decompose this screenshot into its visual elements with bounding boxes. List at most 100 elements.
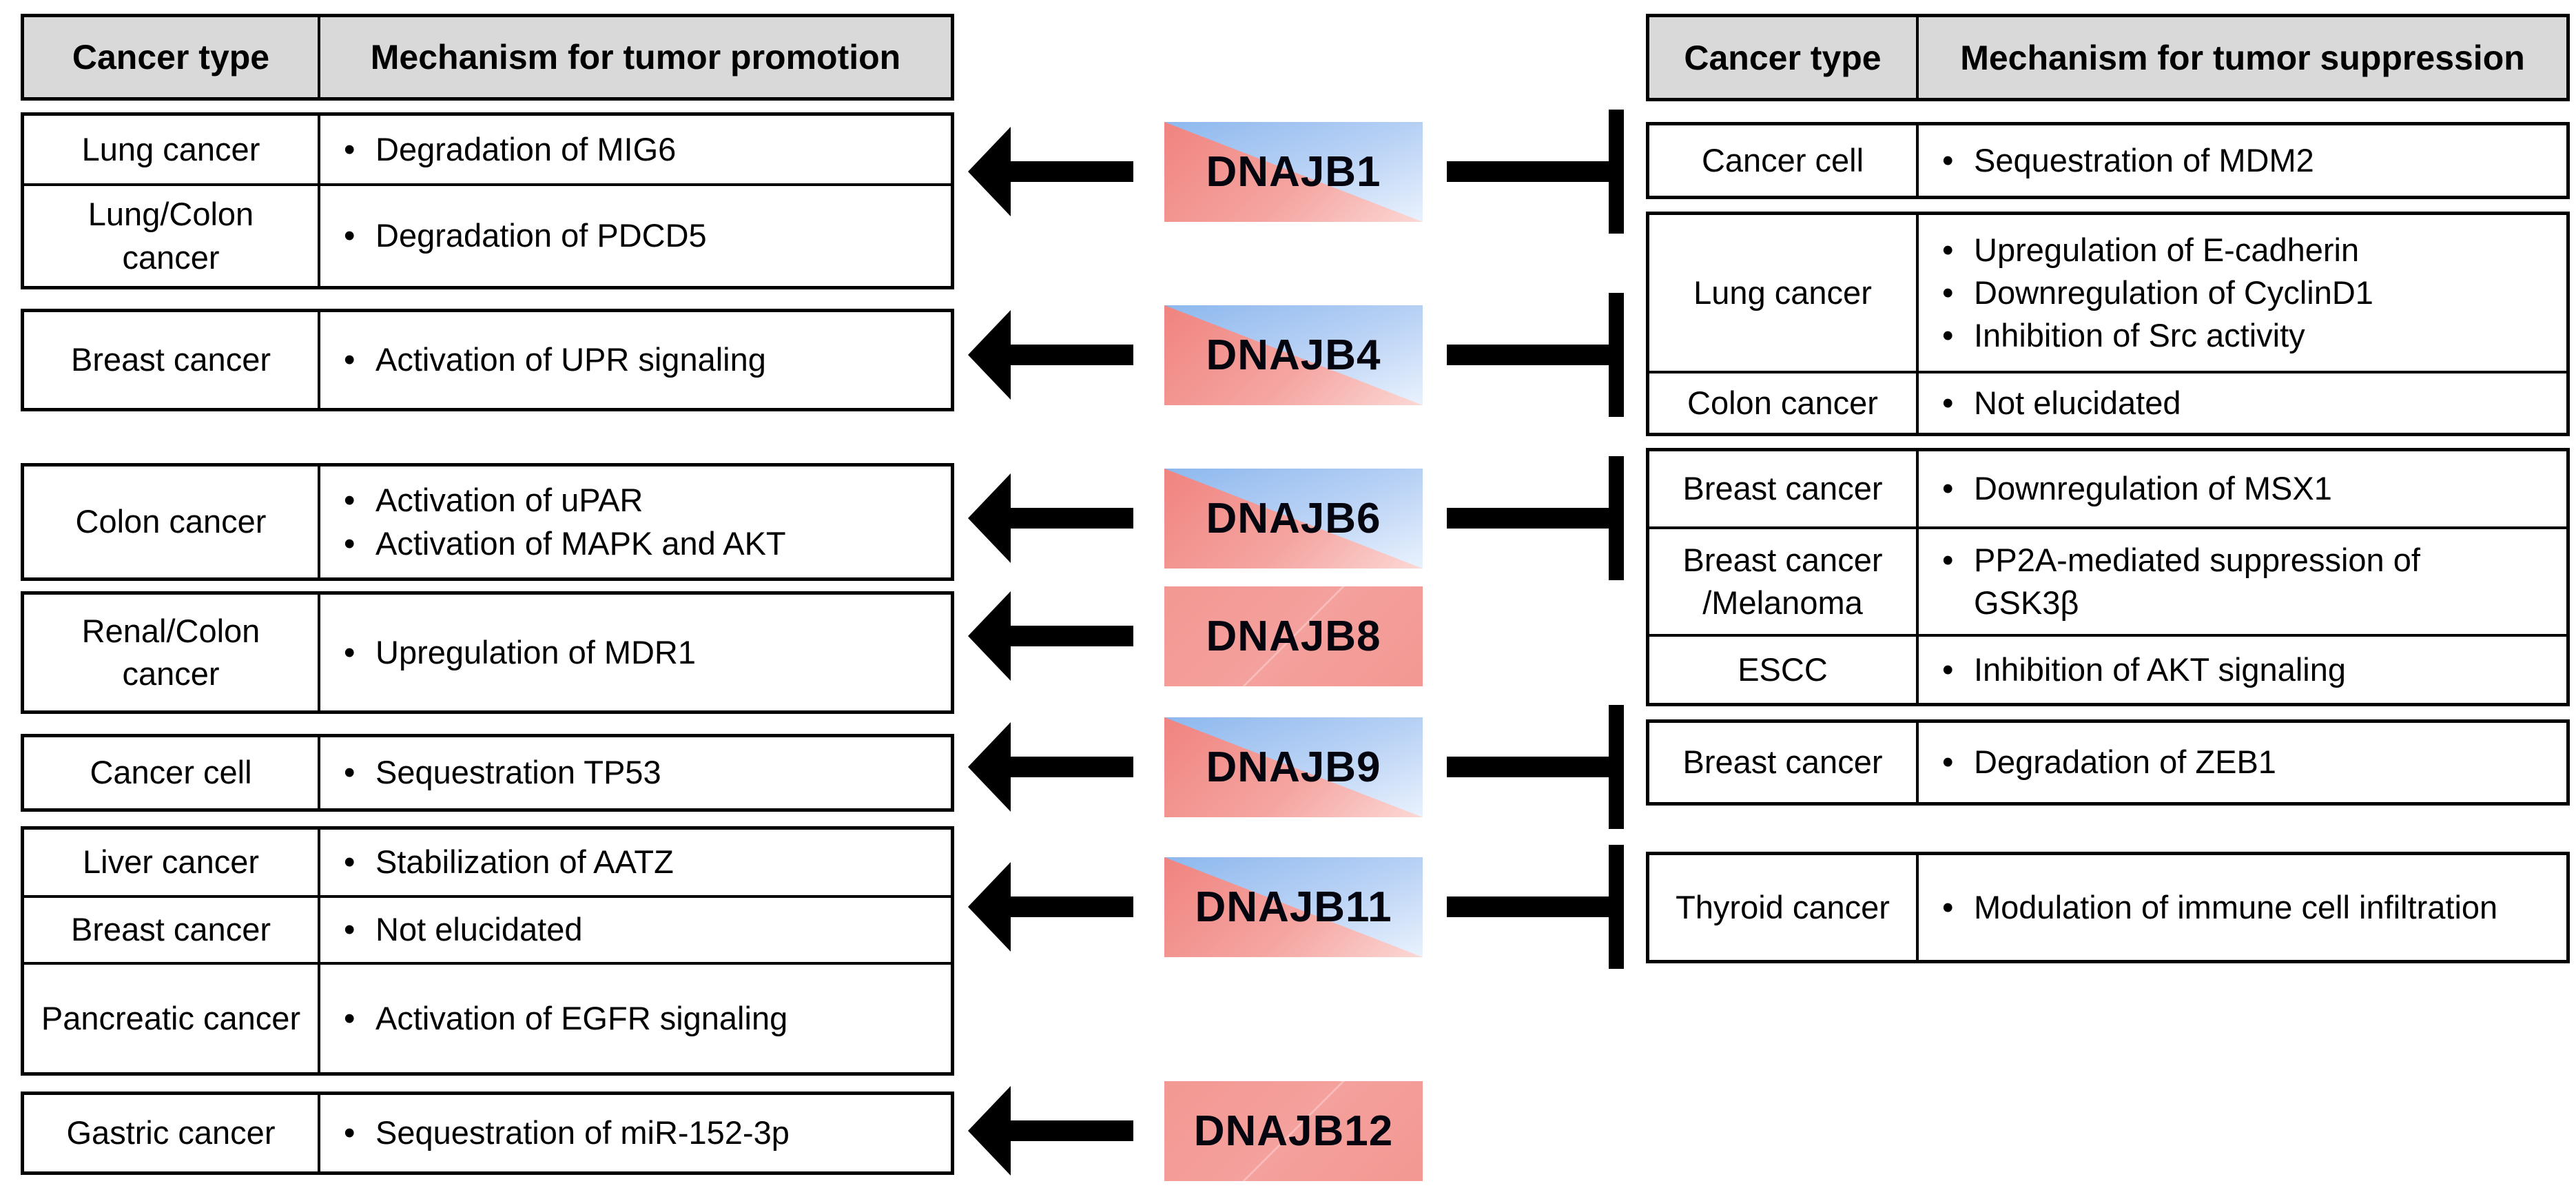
- promotion-table-header: Cancer type Mechanism for tumor promotio…: [21, 14, 954, 101]
- suppression-inhibit-icon: [1447, 845, 1624, 969]
- bullet-icon: •: [1942, 541, 1954, 578]
- protein-label: DNAJB4: [1206, 331, 1381, 379]
- bullet-icon: •: [1942, 650, 1954, 688]
- mechanism-cell: •Stabilization of AATZ: [320, 830, 951, 895]
- protein-box: DNAJB4: [1164, 305, 1423, 405]
- suppression-block: Thyroid cancer •Modulation of immune cel…: [1646, 852, 2570, 963]
- promotion-arrow-icon: [968, 862, 1164, 952]
- mechanism-item: •Sequestration of miR-152-3p: [344, 1111, 790, 1154]
- promotion-block: Lung cancer •Degradation of MIG6 Lung/Co…: [21, 112, 954, 289]
- column-header-cancer-type: Cancer type: [24, 17, 320, 97]
- mechanism-item: •Not elucidated: [1942, 382, 2181, 424]
- promotion-arrow-icon: [968, 1086, 1164, 1176]
- bullet-icon: •: [344, 754, 356, 791]
- cancer-type-cell: Cancer cell: [24, 737, 320, 808]
- protein-box: DNAJB6: [1164, 469, 1423, 568]
- bullet-icon: •: [1942, 384, 1954, 421]
- protein-label: DNAJB11: [1195, 883, 1392, 931]
- cancer-type-cell: Lung cancer: [24, 116, 320, 183]
- mechanism-item: •Inhibition of AKT signaling: [1942, 648, 2346, 691]
- suppression-inhibit-icon: [1447, 456, 1624, 580]
- cancer-type-cell: Thyroid cancer: [1649, 855, 1919, 960]
- suppression-block: Breast cancer •Degradation of ZEB1: [1646, 719, 2570, 806]
- bullet-icon: •: [1942, 231, 1954, 268]
- mechanism-item: •Activation of MAPK and AKT: [344, 522, 786, 565]
- promotion-block: Breast cancer •Activation of UPR signali…: [21, 309, 954, 411]
- mechanism-item: •Activation of uPAR: [344, 479, 643, 522]
- bullet-icon: •: [1942, 470, 1954, 507]
- table-row: Lung/Colon cancer •Degradation of PDCD5: [24, 183, 951, 286]
- suppression-inhibit-icon: [1447, 110, 1624, 234]
- promotion-block: Liver cancer •Stabilization of AATZ Brea…: [21, 826, 954, 1076]
- mechanism-cell: •PP2A-mediated suppression of GSK3β: [1919, 529, 2566, 634]
- table-row: Breast cancer •Activation of UPR signali…: [24, 312, 951, 408]
- mechanism-item: •Sequestration of MDM2: [1942, 139, 2314, 182]
- cancer-type-cell: ESCC: [1649, 637, 1919, 703]
- promotion-block: Colon cancer •Activation of uPAR •Activa…: [21, 463, 954, 581]
- table-row: Gastric cancer •Sequestration of miR-152…: [24, 1095, 951, 1171]
- mechanism-item: •Stabilization of AATZ: [344, 841, 674, 883]
- protein-label: DNAJB1: [1206, 148, 1381, 196]
- bullet-icon: •: [1942, 141, 1954, 178]
- protein-box: DNAJB1: [1164, 122, 1423, 222]
- mechanism-item: •Degradation of ZEB1: [1942, 741, 2276, 783]
- cancer-type-cell: Cancer cell: [1649, 125, 1919, 196]
- cancer-type-cell: Breast cancer: [24, 898, 320, 962]
- table-row: Lung cancer •Degradation of MIG6: [24, 116, 951, 183]
- cancer-type-cell: Liver cancer: [24, 830, 320, 895]
- column-header-cancer-type: Cancer type: [1649, 17, 1919, 98]
- mechanism-item: •Not elucidated: [344, 908, 582, 951]
- table-row: Cancer cell •Sequestration TP53: [24, 737, 951, 808]
- table-row: Colon cancer •Not elucidated: [1649, 371, 2566, 433]
- table-row: Pancreatic cancer •Activation of EGFR si…: [24, 962, 951, 1072]
- cancer-type-cell: Colon cancer: [1649, 373, 1919, 433]
- promotion-arrow-icon: [968, 127, 1164, 216]
- cancer-type-cell: Lung/Colon cancer: [24, 186, 320, 286]
- suppression-block: Cancer cell •Sequestration of MDM2: [1646, 122, 2570, 199]
- protein-label: DNAJB8: [1206, 613, 1381, 660]
- suppression-table-header: Cancer type Mechanism for tumor suppress…: [1646, 14, 2570, 101]
- mechanism-item: •Degradation of MIG6: [344, 128, 676, 171]
- mechanism-item: •PP2A-mediated suppression of GSK3β: [1942, 539, 2525, 624]
- cancer-type-cell: Breast cancer /Melanoma: [1649, 529, 1919, 634]
- table-row: Breast cancer •Degradation of ZEB1: [1649, 723, 2566, 802]
- bullet-icon: •: [1942, 888, 1954, 925]
- cancer-type-cell: Breast cancer: [24, 312, 320, 408]
- suppression-inhibit-icon: [1447, 293, 1624, 417]
- protein-label: DNAJB12: [1193, 1107, 1394, 1155]
- cancer-type-cell: Breast cancer: [1649, 723, 1919, 802]
- mechanism-item: •Upregulation of E-cadherin: [1942, 229, 2359, 271]
- bullet-icon: •: [344, 130, 356, 167]
- table-row: Renal/Colon cancer •Upregulation of MDR1: [24, 595, 951, 710]
- table-row: Breast cancer •Not elucidated: [24, 895, 951, 962]
- mechanism-item: •Degradation of PDCD5: [344, 214, 707, 257]
- table-row: ESCC •Inhibition of AKT signaling: [1649, 634, 2566, 703]
- bullet-icon: •: [344, 633, 356, 670]
- table-row: Liver cancer •Stabilization of AATZ: [24, 830, 951, 895]
- cancer-type-cell: Breast cancer: [1649, 451, 1919, 526]
- promotion-arrow-icon: [968, 722, 1164, 812]
- table-row: Cancer cell •Sequestration of MDM2: [1649, 125, 2566, 196]
- mechanism-cell: •Not elucidated: [320, 898, 951, 962]
- mechanism-item: •Modulation of immune cell infiltration: [1942, 886, 2497, 929]
- mechanism-cell: •Degradation of ZEB1: [1919, 723, 2566, 802]
- bullet-icon: •: [344, 843, 356, 881]
- cancer-type-cell: Colon cancer: [24, 467, 320, 577]
- mechanism-cell: •Sequestration of miR-152-3p: [320, 1095, 951, 1171]
- bullet-icon: •: [344, 341, 356, 378]
- promotion-block: Renal/Colon cancer •Upregulation of MDR1: [21, 591, 954, 714]
- column-header-mechanism: Mechanism for tumor suppression: [1960, 38, 2525, 77]
- promotion-arrow-icon: [968, 473, 1164, 563]
- table-row: Breast cancer /Melanoma •PP2A-mediated s…: [1649, 526, 2566, 634]
- bullet-icon: •: [1942, 744, 1954, 781]
- mechanism-item: •Upregulation of MDR1: [344, 631, 696, 674]
- bullet-icon: •: [344, 482, 356, 519]
- protein-box: DNAJB8: [1164, 586, 1423, 686]
- promotion-arrow-icon: [968, 591, 1164, 681]
- mechanism-item: •Activation of EGFR signaling: [344, 997, 787, 1040]
- mechanism-cell: •Activation of EGFR signaling: [320, 965, 951, 1072]
- bullet-icon: •: [344, 524, 356, 562]
- mechanism-cell: •Sequestration TP53: [320, 737, 951, 808]
- mechanism-cell: •Activation of UPR signaling: [320, 312, 951, 408]
